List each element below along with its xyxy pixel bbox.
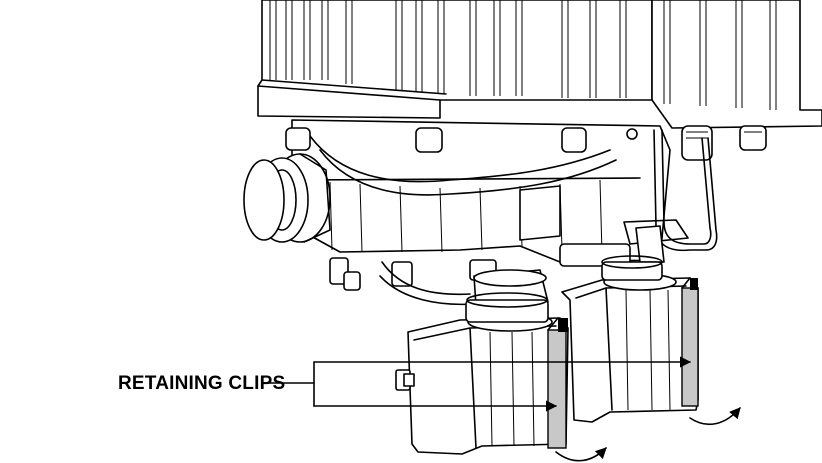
left-pulley [243,153,331,243]
rotation-arrow-right [689,407,741,426]
right-pump-head [561,255,699,423]
left-pump-head [395,292,569,455]
upper-housing [257,0,653,119]
retaining-clip-right [681,287,699,407]
retaining-clips-label: RETAINING CLIPS [118,373,286,394]
callout-leader [261,356,692,412]
rotation-arrow-left [555,447,607,462]
tubing [623,129,718,263]
right-housing [651,0,822,161]
center-neck [379,261,549,307]
motor-body [285,119,671,291]
retaining-clip-left [547,329,567,449]
